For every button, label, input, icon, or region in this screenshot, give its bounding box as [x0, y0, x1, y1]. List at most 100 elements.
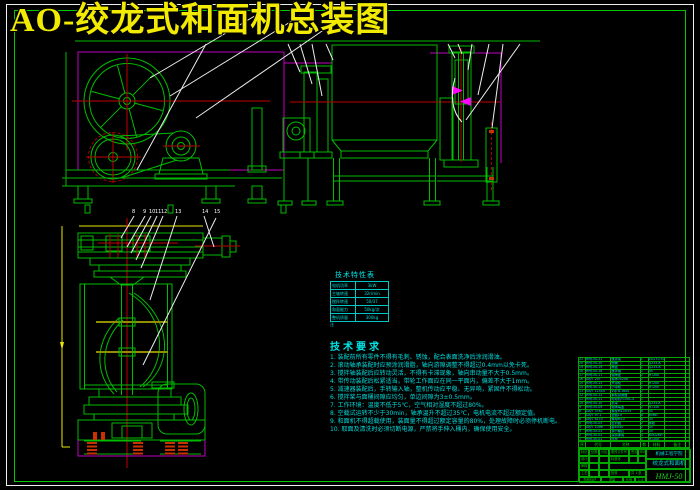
- bom-code: HMJ-50-09: [586, 406, 612, 409]
- bom-no: 19: [579, 366, 586, 369]
- tb-approve-label: 批准: [609, 470, 629, 477]
- bom-name: 搅拌桨: [611, 358, 641, 361]
- tb-stage-mark-label: 阶段标记: [579, 477, 601, 483]
- bom-qty: 2: [641, 426, 649, 429]
- callout-number: 15: [214, 209, 221, 215]
- bom-name: 轴承30206: [611, 378, 641, 381]
- bom-no: 6: [579, 418, 586, 421]
- bom-material: [649, 390, 666, 393]
- bom-row: 13 GB/T 11544 V带 B-1600 2: [579, 390, 689, 394]
- tech-table-row: 整机质量 300kg: [330, 313, 389, 322]
- tb-school: 机械工程学院: [646, 449, 691, 459]
- callout-number: 13: [175, 209, 182, 215]
- bom-row: 7 GB/T 97.1 垫圈10 8 65Mn: [579, 414, 689, 418]
- bom-code: GB/T 97.1: [586, 414, 612, 417]
- bom-code: HMJ-50-20: [586, 362, 612, 365]
- bom-code: HMJ-50-05: [586, 422, 612, 425]
- bom-code: HMJ-50-19: [586, 366, 612, 369]
- bom-material: 45: [649, 426, 666, 429]
- bom-row: 12 HMJ-50-12 蜗轮减速器 1: [579, 394, 689, 398]
- tech-requirement-item: 7. 工作环境：温度不低于5℃，空气相对湿度不超过80%。: [330, 402, 488, 409]
- bom-note: [665, 366, 689, 369]
- bom-code: HMJ-50-02: [586, 434, 612, 437]
- bom-header: 序号 代号 名称 数量 材料 备注: [578, 441, 690, 448]
- bill-of-materials: 21 HMJ-50-21 搅拌桨 1 ZG270-500 20 HMJ-50-2…: [578, 357, 690, 441]
- bom-no: 21: [579, 358, 586, 361]
- tech-requirement-item: 6. 搅拌桨与面桶间隙应均匀，单边间隙为3±0.5mm。: [330, 394, 476, 401]
- bom-row: 5 HMJ-50-05 密封圈 2 橡胶: [579, 422, 689, 426]
- callout-number: 10: [149, 209, 156, 215]
- bom-name: 搅拌轴: [611, 370, 641, 373]
- bom-name: 螺母M10: [611, 418, 641, 421]
- tech-table-row: 搅拌转速 50/37: [330, 297, 389, 306]
- bom-name: V带 B-1600: [611, 390, 641, 393]
- tech-table-value: 3kW: [355, 281, 389, 290]
- bom-row: 14 HMJ-50-14 小带轮 1 HT200: [579, 386, 689, 390]
- tech-requirement-item: 2. 滚动轴承装配时应预涂润滑脂，轴向游隙调整不得超过0.4mm以免卡死。: [330, 362, 533, 369]
- front-view: [62, 13, 339, 204]
- bom-no: 7: [579, 414, 586, 417]
- bom-code: HMJ-50-14: [586, 386, 612, 389]
- bom-name: 面桶: [611, 362, 641, 365]
- bom-note: [665, 402, 689, 405]
- callout-number: 8: [132, 209, 136, 215]
- bom-no: 16: [579, 378, 586, 381]
- bom-qty: 1: [641, 386, 649, 389]
- bom-code: GB/T 1096: [586, 426, 612, 429]
- tech-table-key: 和面能力: [330, 305, 356, 314]
- bom-no: 17: [579, 374, 586, 377]
- tech-requirement-item: 9. 和面机不得超载使用，装面量不得超过额定容量的80%，处理故障时必须停机断电…: [330, 418, 561, 425]
- bom-name: 大带轮: [611, 382, 641, 385]
- bom-material: [649, 378, 666, 381]
- bom-qty: 1: [641, 362, 649, 365]
- bom-material: 45: [649, 370, 666, 373]
- bom-note: [665, 394, 689, 397]
- tb-process-sign: [589, 470, 599, 477]
- bom-material: 35: [649, 430, 666, 433]
- bom-note: [665, 430, 689, 433]
- bom-note: [665, 426, 689, 429]
- bom-no: 2: [579, 434, 586, 437]
- bom-name: 垫圈10: [611, 414, 641, 417]
- bom-row: 11 HMJ-50-11 电动机Y100L-4 1: [579, 398, 689, 402]
- bom-no: 18: [579, 370, 586, 373]
- tech-requirements-title: 技术要求: [330, 342, 382, 353]
- bom-material: Q235-A: [649, 362, 666, 365]
- bom-no: 14: [579, 386, 586, 389]
- tb-scale-label: 比例: [623, 477, 635, 483]
- tech-table-key: 主轴转速: [330, 289, 356, 298]
- bom-note: [665, 410, 689, 413]
- tech-requirements: 技术要求 1. 装配前所有零件不得有毛刺、锈蚀，配合表面洗净后涂润滑油。 2. …: [330, 342, 578, 434]
- callout-number: 14: [202, 209, 209, 215]
- bom-no: 12: [579, 394, 586, 397]
- tech-table-value: 300kg: [355, 313, 389, 322]
- bom-qty: 8: [641, 410, 649, 413]
- bom-note: [665, 390, 689, 393]
- tech-table-value: 50/37: [355, 297, 389, 306]
- bom-no: 9: [579, 406, 586, 409]
- tech-requirement-item: 5. 减速器装配后，手转输入轴，整机传动应平稳、无异响，紧固件不得松动。: [330, 386, 536, 393]
- bom-material: 35: [649, 418, 666, 421]
- tb-process-label: 工艺: [579, 470, 589, 477]
- bom-qty: 4: [641, 430, 649, 433]
- bom-code: GB/T 6170: [586, 418, 612, 421]
- bom-note: [665, 382, 689, 385]
- tb-design-date: [599, 456, 609, 463]
- tb-sheets: 共 1 张: [629, 470, 646, 477]
- bom-name: 小带轮: [611, 386, 641, 389]
- bom-no: 15: [579, 382, 586, 385]
- bom-name: 桶盖: [611, 366, 641, 369]
- tech-table-row: 主轴转速 32r/min: [330, 289, 389, 298]
- bom-code: GB/T 5782: [586, 410, 612, 413]
- tb-stage-area: [609, 463, 646, 470]
- bom-qty: 2: [641, 374, 649, 377]
- tech-requirements-list: 1. 装配前所有零件不得有毛刺、锈蚀，配合表面洗净后涂润滑油。 2. 滚动轴承装…: [330, 354, 578, 434]
- bom-note: [665, 370, 689, 373]
- callout-number: 12: [161, 209, 168, 215]
- bom-material: HT200: [649, 382, 666, 385]
- tech-requirement-item: 3. 搅拌轴装配后应转动灵活，不得有卡滞现象，轴向串动量不大于0.5mm。: [330, 370, 533, 377]
- bom-row: 2 HMJ-50-02 减振弹簧 4 60Si2Mn: [579, 434, 689, 438]
- bom-note: [665, 414, 689, 417]
- bom-qty: 8: [641, 418, 649, 421]
